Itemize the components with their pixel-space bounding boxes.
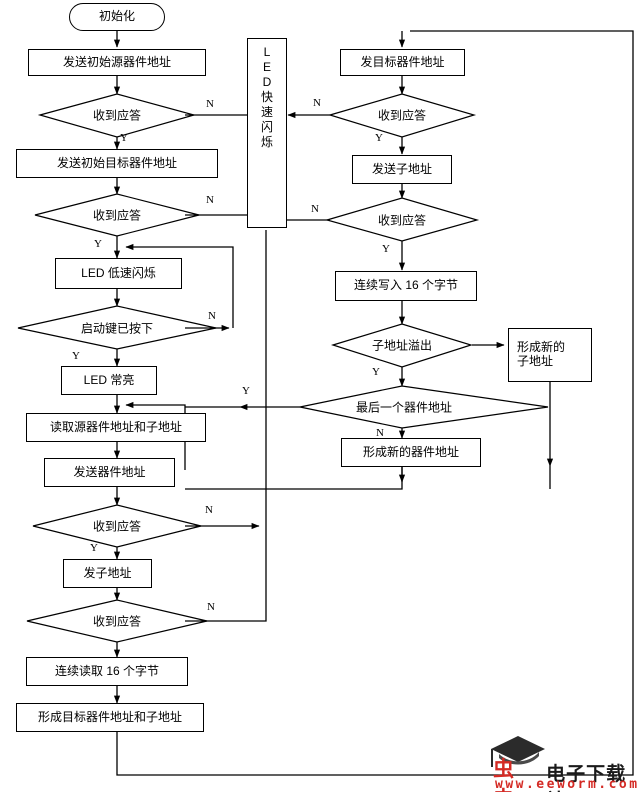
shape-sub-overflow bbox=[330, 323, 474, 368]
node-send-init-dst: 发送初始目标器件地址 bbox=[16, 149, 218, 178]
led-fast-char-3: 快 bbox=[260, 90, 273, 104]
edge-label-ack5-y: Y bbox=[375, 132, 383, 144]
led-fast-char-0: L bbox=[263, 45, 271, 59]
edge-startkey-n-return bbox=[125, 243, 234, 328]
edge-label-startkey-n: N bbox=[208, 310, 216, 322]
edge-label-ack1-n: N bbox=[206, 98, 214, 110]
node-send-sub2: 发送子地址 bbox=[352, 155, 452, 184]
led-fast-char-1: E bbox=[262, 60, 271, 74]
node-ack5-label: 收到应答 bbox=[377, 108, 427, 123]
form-new-sub-line2: 子地址 bbox=[517, 354, 554, 368]
edge-label-ack2-y: Y bbox=[94, 238, 102, 250]
edge-ack4-n-riser bbox=[185, 230, 267, 622]
node-ack4-label: 收到应答 bbox=[92, 614, 142, 629]
watermark-site-name: 电子下载站 bbox=[546, 763, 627, 792]
shape-ack5 bbox=[327, 93, 477, 138]
edge-formnewdev-return-left bbox=[125, 401, 186, 470]
shape-last-dev bbox=[299, 385, 549, 429]
led-fast-char-4: 速 bbox=[260, 105, 273, 119]
shape-ack4 bbox=[26, 599, 208, 643]
edge-label-ack2-n: N bbox=[206, 194, 214, 206]
edge-label-startkey-y: Y bbox=[72, 350, 80, 362]
node-last-dev-label: 最后一个器件地址 bbox=[355, 400, 453, 415]
node-read16: 连续读取 16 个字节 bbox=[26, 657, 188, 686]
form-new-sub-line1: 形成新的 bbox=[517, 340, 566, 355]
node-write16: 连续写入 16 个字节 bbox=[335, 271, 477, 301]
watermark: 虫虫 电子下载站 www.eeworm.com bbox=[487, 733, 640, 792]
edge-label-ack5-n: N bbox=[313, 97, 321, 109]
edge-label-suboverflow-y: Y bbox=[372, 366, 380, 378]
shape-ack1 bbox=[37, 93, 197, 138]
watermark-url: www.eeworm.com bbox=[495, 777, 640, 792]
edge-label-ack3-y: Y bbox=[90, 542, 98, 554]
node-send-dev-addr: 发送器件地址 bbox=[44, 458, 175, 487]
node-read-src-sub: 读取源器件地址和子地址 bbox=[26, 413, 206, 442]
edge-label-lastdev-n: N bbox=[376, 427, 384, 439]
node-form-dst: 形成目标器件地址和子地址 bbox=[16, 703, 204, 732]
shape-ack3 bbox=[32, 504, 202, 548]
led-fast-char-5: 闪 bbox=[260, 120, 273, 134]
node-ack1-label: 收到应答 bbox=[92, 108, 142, 123]
node-send-dst-addr: 发目标器件地址 bbox=[340, 49, 465, 76]
node-led-fast: L E D 快 速 闪 烁 bbox=[247, 38, 287, 228]
edge-outer-loop bbox=[116, 30, 634, 776]
graduation-cap-icon bbox=[491, 736, 545, 767]
node-send-init-src: 发送初始源器件地址 bbox=[28, 49, 206, 76]
watermark-bug-text: 虫虫 bbox=[493, 757, 520, 792]
edge-label-ack1-y: Y bbox=[120, 132, 128, 144]
node-form-new-sub: 形成新的 子地址 bbox=[508, 328, 592, 382]
edge-label-ack4-n: N bbox=[207, 601, 215, 613]
led-fast-char-2: D bbox=[262, 75, 272, 89]
node-ack2-label: 收到应答 bbox=[92, 208, 142, 223]
shape-ack2 bbox=[34, 193, 200, 237]
led-fast-char-6: 烁 bbox=[260, 135, 273, 149]
node-form-new-dev: 形成新的器件地址 bbox=[341, 438, 481, 467]
node-ack6-label: 收到应答 bbox=[377, 213, 427, 228]
node-ack3-label: 收到应答 bbox=[92, 519, 142, 534]
edge-label-ack6-n: N bbox=[311, 203, 319, 215]
node-start-key-label: 启动键已按下 bbox=[80, 321, 154, 336]
shape-ack6 bbox=[324, 197, 480, 242]
node-sub-overflow-label: 子地址溢出 bbox=[371, 338, 433, 353]
edge-label-ack6-y: Y bbox=[382, 243, 390, 255]
node-send-sub-addr: 发子地址 bbox=[63, 559, 152, 588]
node-led-slow: LED 低速闪烁 bbox=[55, 258, 182, 289]
edge-label-ack3-n: N bbox=[205, 504, 213, 516]
node-start: 初始化 bbox=[69, 3, 165, 31]
shape-start-key bbox=[17, 305, 217, 350]
edge-label-lastdev-y: Y bbox=[242, 385, 250, 397]
node-led-on: LED 常亮 bbox=[61, 366, 157, 395]
